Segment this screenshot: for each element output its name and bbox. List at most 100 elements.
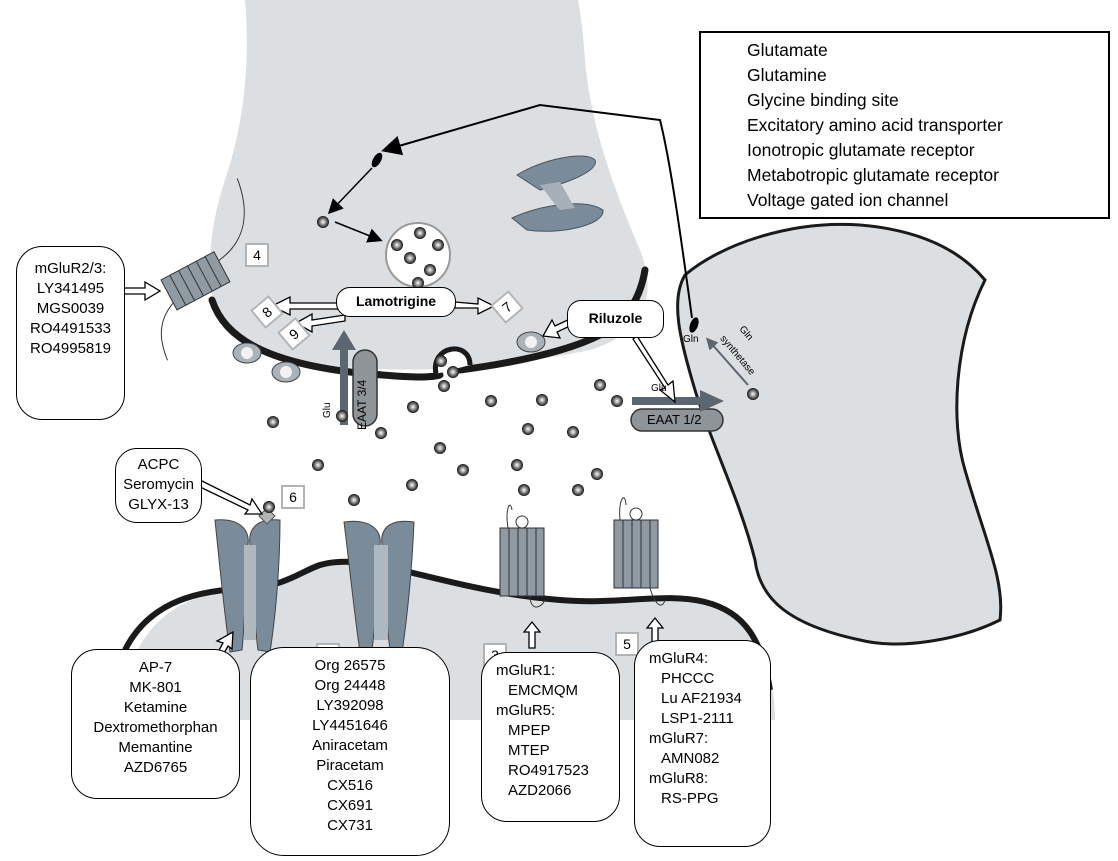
nmda-entry: Ketamine <box>123 699 188 716</box>
glutamate-icon <box>572 484 584 496</box>
glycine-entry: Seromycin <box>123 476 194 493</box>
nmda-entry: AP-7 <box>138 659 173 676</box>
ionotropic-receptor-ampa <box>343 520 415 653</box>
glutamate-icon <box>435 355 447 367</box>
legend-item-voltage-gated: Voltage gated ion channel <box>747 190 949 210</box>
group1-entry: mGluR5: <box>496 702 556 719</box>
nmda-entry: MK-801 <box>129 679 182 696</box>
ampa-entry: Org 24448 <box>314 677 386 694</box>
legend-item-glutamate: Glutamate <box>747 40 828 60</box>
glutamate-icon <box>536 394 548 406</box>
mglur23-entry: RO4491533 <box>30 320 111 337</box>
glutamine-glial <box>689 317 699 333</box>
glutamate-icon <box>518 484 530 496</box>
group3-entry: RS-PPG <box>661 790 719 807</box>
riluzole-label: Riluzole <box>567 300 664 338</box>
mglur23-entry: RO4995819 <box>30 340 111 357</box>
metabotropic-receptor-group-1 <box>499 504 546 608</box>
glutamate-icon <box>317 216 329 228</box>
ampa-entry: CX731 <box>327 817 373 834</box>
glutamate-icon <box>591 468 603 480</box>
glutamate-icon <box>348 494 360 506</box>
group3-entry: mGluR8: <box>649 770 709 787</box>
glycine-entry: ACPC <box>137 456 180 473</box>
glutamate-icon <box>511 459 523 471</box>
glutamate-icon <box>375 427 387 439</box>
group1-entry: MPEP <box>508 722 551 739</box>
nmda-entry: AZD6765 <box>123 759 188 776</box>
glutamate-icon <box>404 252 416 264</box>
gln-label: Gln <box>683 334 699 345</box>
nmda-entry: Memantine <box>118 739 193 756</box>
glutamine-presynaptic <box>371 152 383 168</box>
glutamine-to-glutamate-arrow <box>327 167 373 215</box>
glutamate-icon <box>434 442 446 454</box>
glutamate-icon <box>267 416 279 428</box>
site-number-4: 4 <box>245 243 269 267</box>
ampa-entry: Aniracetam <box>312 737 388 754</box>
glutamate-icon <box>391 239 403 251</box>
group3-entry: LSP1-2111 <box>661 710 734 727</box>
legend-item-glutamine: Glutamine <box>747 65 827 85</box>
glutamate-icon <box>424 264 436 276</box>
glutamate-molecules <box>263 216 759 513</box>
group3-entry: mGluR4: <box>649 650 709 667</box>
ionotropic-receptor-presynaptic <box>511 155 604 232</box>
group1-entry: MTEP <box>508 742 550 759</box>
ampa-entry: Org 26575 <box>314 657 386 674</box>
voltage-gated-channel-7 <box>516 331 546 353</box>
metabotropic-receptor-group-3 <box>613 497 666 606</box>
glutamate-icon <box>407 401 419 413</box>
glutamate-icon <box>522 423 534 435</box>
ampa-entry: Piracetam <box>316 757 384 774</box>
glu-label-right: Glu <box>651 383 667 394</box>
metabotropic-receptor-presynaptic <box>160 178 245 361</box>
voltage-gated-channel-9 <box>271 361 301 383</box>
ampa-entry: LY392098 <box>316 697 384 714</box>
glutamate-icon <box>406 479 418 491</box>
glutamate-icon <box>594 379 606 391</box>
glutamine-recycling-arrow <box>381 103 693 319</box>
eaat-1-2-transporter <box>630 390 724 432</box>
glutamate-icon <box>412 277 424 289</box>
glutamate-icon <box>447 366 459 378</box>
eaat-1-2-label: EAAT 1/2 <box>647 412 702 427</box>
glutamate-icon <box>457 464 469 476</box>
glutamate-icon <box>312 459 324 471</box>
eaat-3-4-transporter <box>332 330 378 427</box>
ampa-entry: CX516 <box>327 777 373 794</box>
legend-item-eaat: Excitatory amino acid transporter <box>747 115 1003 135</box>
mglur23-entry: MGS0039 <box>36 300 105 317</box>
mglur23-entry: LY341495 <box>36 280 105 297</box>
glycine-entry: GLYX-13 <box>128 496 189 513</box>
lamotrigine-label: Lamotrigine <box>336 287 456 317</box>
site-number-6: 6 <box>281 485 305 509</box>
voltage-gated-channel-8 <box>232 342 262 364</box>
group1-entry: EMCMQM <box>508 682 578 699</box>
ampa-entry: CX691 <box>327 797 373 814</box>
site-number-5: 5 <box>615 632 639 656</box>
presynaptic-terminal <box>210 0 648 370</box>
glutamate-icon <box>432 239 444 251</box>
glutamate-icon <box>747 388 759 400</box>
eaat-3-4-label: EAAT 3/4 <box>355 379 369 430</box>
gln-synthetase-arrow <box>706 337 749 386</box>
group3-entry: PHCCC <box>661 670 715 687</box>
glu-label-left: Glu <box>322 402 333 418</box>
group1-entry: RO4917523 <box>508 762 589 779</box>
glutamate-icon <box>438 380 450 392</box>
mglur23-entry: mGluR2/3: <box>34 260 107 277</box>
glutamate-icon <box>611 395 623 407</box>
group1-entry: mGluR1: <box>496 662 556 679</box>
glutamate-icon <box>485 395 497 407</box>
glutamate-icon <box>567 426 579 438</box>
nmda-entry: Dextromethorphan <box>93 719 218 736</box>
legend-item-ionotropic: Ionotropic glutamate receptor <box>747 140 975 160</box>
exocytosis-pit <box>432 346 473 375</box>
glutamate-icon <box>263 501 275 513</box>
